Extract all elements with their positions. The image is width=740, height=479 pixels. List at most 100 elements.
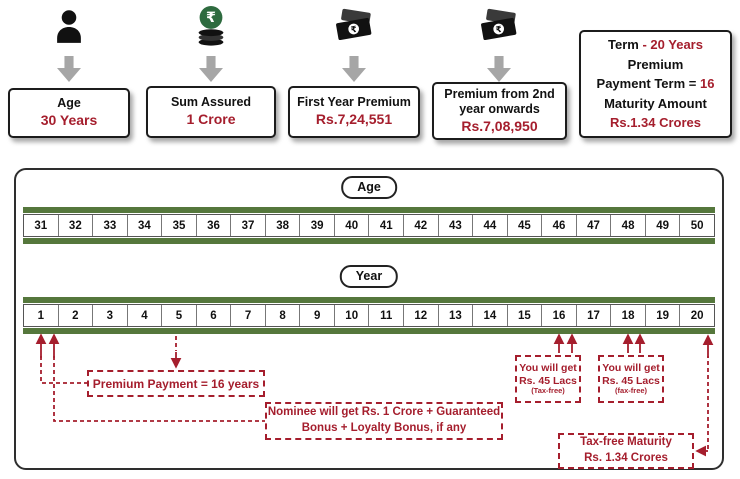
ppt-label: Payment Term =: [596, 76, 697, 92]
term-value: - 20 Years: [642, 37, 703, 53]
summary-premium-line: Premium: [627, 56, 684, 72]
svg-text:₹: ₹: [206, 10, 216, 26]
timeline-cell: 3: [92, 305, 127, 326]
card-label: Sum Assured: [170, 95, 252, 110]
renewal-premium-card: Premium from 2nd year onwards Rs.7,08,95…: [432, 82, 567, 140]
down-block-arrow: [57, 56, 81, 82]
timeline-cell: 39: [299, 215, 334, 236]
timeline-cell: 16: [541, 305, 576, 326]
timeline-cell: 43: [437, 215, 473, 236]
timeline-cell: 31: [34, 220, 48, 232]
timeline-cell: 7: [230, 305, 265, 326]
card-value: 30 Years: [40, 112, 98, 129]
timeline-cell: 12: [403, 305, 438, 326]
payout-taxfree: (fax-free): [614, 386, 648, 396]
first-year-premium-card: First Year Premium Rs.7,24,551: [288, 86, 420, 138]
timeline-cell: 34: [126, 215, 162, 236]
payout-text: You will get: [602, 362, 660, 375]
nominee-text-1: Nominee will get Rs. 1 Crore + Guarantee…: [267, 406, 501, 419]
timeline-bar: [23, 207, 715, 213]
down-block-arrow: [487, 56, 511, 82]
timeline-cell: 14: [472, 305, 507, 326]
timeline-cell: 50: [679, 215, 714, 236]
rupee-coin-icon: ₹: [192, 4, 230, 53]
svg-text:₹: ₹: [350, 25, 358, 36]
term-label: Term: [608, 37, 639, 53]
payout-taxfree: (Tax-free): [531, 386, 565, 396]
timeline-cell: 48: [610, 215, 645, 236]
timeline-cell: 37: [230, 215, 265, 236]
timeline-cell: 2: [57, 305, 93, 326]
cash-icon: ₹: [333, 8, 375, 51]
cash-icon: ₹: [478, 8, 520, 51]
timeline-cell: 17: [575, 305, 611, 326]
timeline-cell: 33: [92, 215, 127, 236]
payout-year16-note: You will get Rs. 45 Lacs (Tax-free): [515, 355, 581, 403]
timeline-cell: 35: [161, 215, 196, 236]
timeline-cell: 42: [403, 215, 438, 236]
card-value: Rs.7,24,551: [315, 111, 393, 128]
premium-payment-text: Premium Payment = 16 years: [92, 376, 260, 391]
timeline-cell: 36: [195, 215, 231, 236]
timeline-cell: 46: [541, 215, 576, 236]
svg-text:₹: ₹: [495, 25, 503, 36]
ppt-value: 16: [700, 76, 715, 92]
payout-year18-note: You will get Rs. 45 Lacs (fax-free): [598, 355, 664, 403]
card-label: First Year Premium: [297, 95, 411, 110]
age-pill: Age: [341, 176, 397, 199]
card-value: 1 Crore: [186, 111, 236, 128]
card-label: Age: [57, 96, 81, 111]
timeline-cell: 10: [333, 305, 369, 326]
timeline-cell: 18: [610, 305, 645, 326]
payout-amount: Rs. 45 Lacs: [602, 374, 660, 387]
year-pill: Year: [339, 265, 399, 288]
timeline-cell: 45: [506, 215, 542, 236]
maturity-text-1: Tax-free Maturity: [580, 436, 672, 449]
timeline-bar: [23, 297, 715, 303]
down-block-arrow: [342, 56, 366, 82]
summary-card: Term - 20 Years Premium Payment Term = 1…: [579, 30, 732, 138]
summary-term-line: Term - 20 Years: [608, 35, 703, 55]
timeline-cell: 8: [264, 305, 300, 326]
maturity-note: Tax-free Maturity Rs. 1.34 Crores: [558, 433, 694, 469]
summary-maturity-value: Rs.1.34 Crores: [609, 115, 702, 131]
timeline-cell: 41: [368, 215, 403, 236]
premium-payment-note: Premium Payment = 16 years: [87, 370, 265, 397]
timeline-cell: 9: [299, 305, 334, 326]
person-icon: [50, 6, 88, 53]
timeline-cell: 40: [333, 215, 369, 236]
timeline-cell: 11: [368, 305, 403, 326]
timeline-bar: [23, 238, 715, 244]
nominee-note: Nominee will get Rs. 1 Crore + Guarantee…: [265, 402, 503, 440]
summary-maturity-label: Maturity Amount: [604, 95, 707, 111]
timeline-cell: 13: [437, 305, 473, 326]
card-value: Rs.7,08,950: [461, 117, 538, 134]
summary-ppt-line: Payment Term = 16: [597, 74, 715, 94]
timeline-cell: 44: [472, 215, 507, 236]
timeline-cell: 6: [195, 305, 231, 326]
nominee-text-2: Bonus + Loyalty Bonus, if any: [301, 422, 467, 434]
timeline-cell: 47: [575, 215, 611, 236]
timeline-cell: 1: [37, 310, 44, 322]
timeline-cell: 38: [264, 215, 300, 236]
card-label: Premium from 2nd year onwards: [444, 86, 555, 116]
age-card: Age 30 Years: [8, 88, 130, 138]
timeline-cell: 19: [644, 305, 680, 326]
timeline-cell: 20: [679, 305, 714, 326]
timeline-bar: [23, 328, 715, 334]
timeline-cell: 5: [161, 305, 196, 326]
payout-amount: Rs. 45 Lacs: [519, 374, 577, 387]
timeline-cell: 49: [644, 215, 680, 236]
sum-assured-card: Sum Assured 1 Crore: [146, 86, 276, 138]
maturity-text-2: Rs. 1.34 Crores: [584, 452, 668, 464]
payout-text: You will get: [519, 362, 577, 375]
down-block-arrow: [199, 56, 223, 82]
timeline-cell: 32: [57, 215, 93, 236]
timeline-cell: 4: [126, 305, 162, 326]
timeline-cell: 15: [506, 305, 542, 326]
